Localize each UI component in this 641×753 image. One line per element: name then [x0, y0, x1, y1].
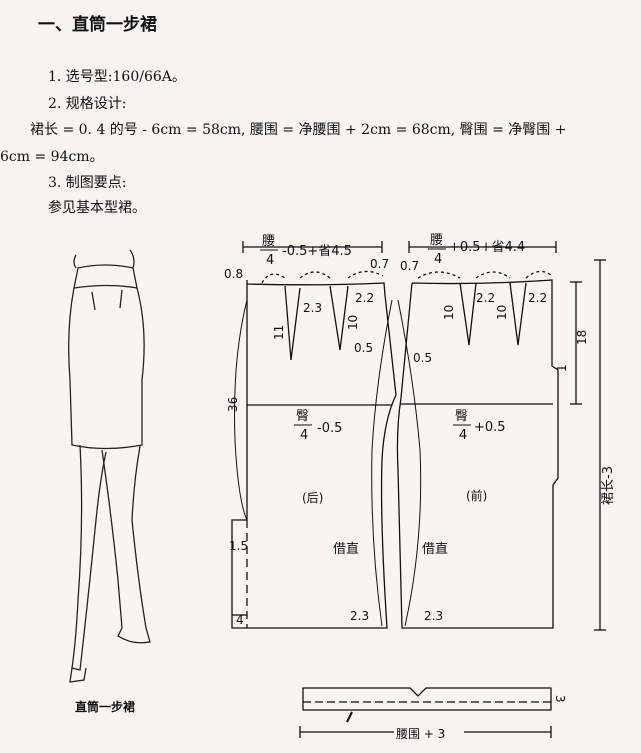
back-skirt-pattern — [231, 241, 397, 629]
front-side-in-value: 0.5 — [413, 351, 432, 365]
skirt-length-label: 裙长-3 — [601, 466, 616, 505]
back-hip-formula: -0.5 — [317, 421, 342, 436]
back-side-in-value: 0.5 — [354, 341, 373, 355]
back-dart2-width-value: 2.2 — [355, 291, 374, 305]
front-hem-side-value: 2.3 — [424, 609, 443, 623]
front-piece-label: (前) — [466, 488, 487, 503]
back-borrow-straight-label: 借直 — [333, 542, 359, 557]
waistband-height-value: 3 — [553, 695, 567, 703]
back-dart2-length-value: 10 — [346, 315, 360, 330]
size-selection-text: 1. 选号型:160/66A。 — [48, 69, 186, 85]
back-waist-bottom-label: 4 — [266, 253, 274, 268]
back-waist-top-label: 腰 — [262, 234, 275, 249]
front-dart1-width-value: 2.2 — [476, 291, 495, 305]
front-hip-bottom-label: 4 — [459, 428, 467, 443]
section-heading: 一、直筒一步裙 — [38, 15, 157, 35]
spec-text-line-2: 6cm = 94cm。 — [0, 149, 104, 165]
back-dart1-width-value: 2.3 — [303, 301, 322, 315]
front-dart2-width-value: 2.2 — [528, 291, 547, 305]
waistband-length-label: 腰围 + 3 — [396, 727, 445, 741]
figure-caption: 直筒一步裙 — [75, 700, 136, 714]
front-borrow-straight-label: 借直 — [422, 542, 448, 557]
back-dart1-length-value: 11 — [272, 325, 286, 340]
vent-bottom-value: 4 — [236, 613, 244, 627]
front-waist-top-label: 腰 — [430, 233, 443, 248]
back-left-raise-value: 0.8 — [224, 267, 243, 281]
back-side-raise-value: 0.7 — [370, 257, 389, 271]
front-skirt-pattern — [371, 241, 606, 631]
back-piece-label: (后) — [302, 491, 323, 505]
front-hip-top-label: 臀 — [455, 409, 468, 424]
front-hip-formula: +0.5 — [474, 420, 506, 435]
front-right-drop-value: 1 — [555, 364, 569, 372]
drafting-points-heading: 3. 制图要点: — [48, 175, 127, 191]
hip-depth-value: 18 — [575, 330, 589, 345]
front-dart1-length-value: 10 — [442, 305, 456, 320]
back-hip-top-label: 臀 — [296, 409, 309, 424]
waistband-pattern — [299, 687, 552, 738]
reference-text: 参见基本型裙。 — [48, 200, 146, 216]
skirt-model-illustration — [68, 249, 151, 683]
front-waist-formula: +0.5+省4.4 — [449, 240, 525, 255]
spec-design-heading: 2. 规格设计: — [48, 96, 127, 112]
back-hem-side-value: 2.3 — [350, 609, 369, 623]
front-dart2-length-value: 10 — [495, 305, 509, 320]
vent-width-value: 1.5 — [229, 539, 248, 553]
front-side-raise-value: 0.7 — [400, 259, 419, 273]
spec-text-line-1: 裙长 = 0. 4 的号 - 6cm = 58cm, 腰围 = 净腰围 + 2c… — [30, 122, 567, 138]
back-waist-formula: -0.5+省4.5 — [282, 244, 352, 259]
front-waist-bottom-label: 4 — [434, 252, 442, 267]
back-hip-bottom-label: 4 — [300, 428, 308, 443]
side-length-value: 36 — [226, 397, 240, 412]
